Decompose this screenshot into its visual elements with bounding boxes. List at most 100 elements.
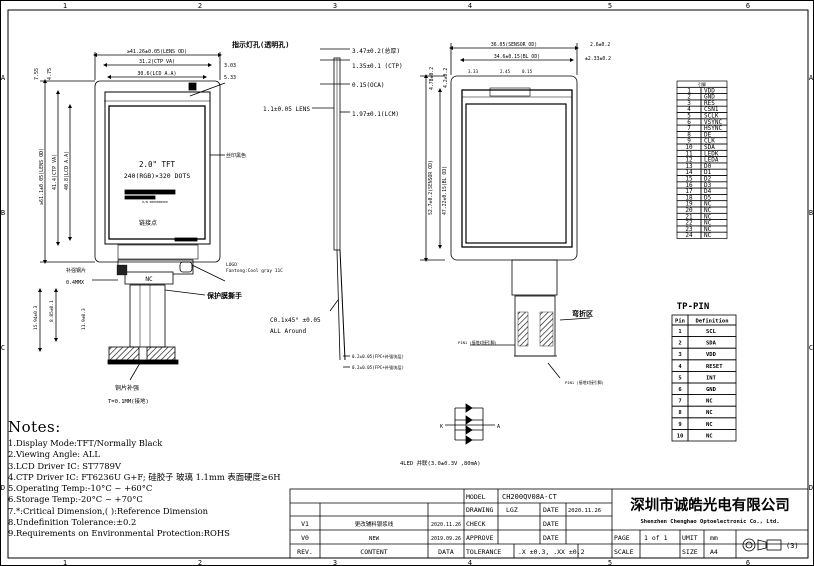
pin-name: CSN1	[704, 106, 719, 113]
pin-name: SDA	[704, 144, 715, 151]
pin-number: 19	[685, 201, 693, 208]
title-block	[289, 488, 809, 559]
tp-pin-number: 10	[677, 433, 684, 439]
grid-row-label: B	[1, 209, 5, 217]
pin-number: 2	[687, 94, 691, 101]
notes-title: Notes:	[8, 418, 61, 436]
pin-name: NC	[704, 207, 712, 214]
nc-box	[124, 271, 174, 285]
pin-name: D3	[704, 182, 712, 189]
tolerance-value: .X ±0.3, .XX ±0.2	[518, 548, 585, 556]
size-value: A4	[710, 548, 718, 556]
tp-pin-title: TP-PIN	[677, 302, 710, 312]
model-label: MODEL	[466, 493, 486, 501]
dim-oca: 0.15(OCA)	[352, 82, 385, 89]
data-header: DATA	[438, 548, 454, 556]
front-view	[38, 52, 226, 381]
rev-header: REV.	[297, 548, 313, 556]
tp-header-def: Definition	[695, 319, 728, 325]
pin-number: 7	[687, 125, 691, 132]
fpc-thickness-2: 0.2±0.05(FPC+补强块层)	[352, 364, 404, 371]
pin-name: D2	[704, 176, 712, 183]
pin-name: NC	[704, 220, 712, 227]
dim-lens: 1.1±0.05 LENS	[263, 106, 310, 113]
tp-pin-number: 2	[678, 341, 681, 347]
indicator-hole	[188, 82, 197, 91]
pin-name: D1	[704, 169, 712, 176]
bl-outline	[461, 89, 573, 248]
tp-table-cell	[687, 428, 737, 442]
dim-lcm: 1.97±0.1(LCM)	[352, 111, 399, 118]
stiffener-value: 0.4MMX	[66, 280, 84, 286]
fpc-dim-3: 11.9±0.3	[81, 308, 87, 330]
fpc-thickness-1: 0.2±0.05(FPC+补强块层)	[352, 353, 404, 360]
side-view	[312, 48, 350, 368]
drawing-date: 2020.11.26	[568, 508, 601, 514]
tp-pin-number: 8	[678, 410, 681, 416]
date-label: DATE	[543, 534, 559, 542]
grid-col-label: 5	[608, 559, 612, 566]
grid-row-label: D	[809, 484, 813, 492]
pin-name: RES	[704, 100, 715, 107]
rev-content: 更改辅料银浆线	[355, 520, 394, 528]
rev-number: V1	[301, 520, 309, 528]
stiffener-label: 补强钢片	[66, 267, 86, 274]
grid-col-label: 6	[746, 559, 750, 566]
dim-ctp-width: 31.2(CTP VA)	[139, 59, 175, 65]
grid-row-label: C	[809, 344, 813, 352]
pin-number: 18	[685, 194, 693, 201]
pin-name: NC	[704, 232, 712, 239]
grid-col-label: 2	[198, 559, 202, 566]
grid-col-label: 2	[198, 2, 202, 10]
tp-pin-number: 4	[678, 364, 682, 370]
tp-pin-name: NC	[706, 422, 713, 428]
pin1-note-2: PIN1 (接地对接引脚)	[565, 380, 604, 385]
page-label: PAGE	[614, 534, 630, 542]
pin-number: 14	[685, 169, 693, 176]
pin-number: 11	[685, 150, 693, 157]
grid-row-label: A	[1, 74, 6, 82]
pin-number: 24	[685, 232, 693, 239]
grid-col-label: 3	[333, 559, 337, 566]
ctp-va	[104, 91, 211, 245]
model-value: CH200QV08A-CT	[502, 493, 558, 501]
note-item: 1.Display Mode:TFT/Normally Black	[8, 438, 163, 448]
rev-number: V0	[301, 534, 309, 542]
chamfer-label-2: ALL Around	[270, 328, 307, 335]
rear-small-2: 2.45	[500, 69, 511, 74]
rev-date: 2019.09.26	[431, 536, 461, 542]
tp-pin-name: INT	[706, 375, 717, 381]
notes: Notes: 1.Display Mode:TFT/Normally Black…	[8, 418, 308, 540]
note-item: 3.LCD Driver IC: ST7789V	[8, 460, 121, 471]
note-item: 7.*:Critical Dimension,( ):Reference Dim…	[8, 505, 209, 516]
rear-small-1: 3.33	[468, 69, 479, 74]
pin-number: 22	[685, 220, 693, 227]
dim-total-thickness: 3.47±0.2(总厚)	[352, 47, 400, 55]
note-item: 5.Operating Temp:-10°C ~ +60°C	[8, 483, 153, 494]
dim-ctp-thickness: 1.35±0.1 (CTP)	[352, 63, 403, 70]
dim-left-2: 4.75	[47, 68, 53, 80]
dim-sensor-width: 36.05(SENSOR OD)	[491, 42, 537, 48]
grid-col-label: 4	[468, 559, 472, 566]
date-label: DATE	[543, 506, 559, 514]
note-item: 4.CTP Driver IC: FT6236U G+F; 硅胶子 玻璃 1.1…	[8, 471, 281, 482]
rear-view	[420, 43, 591, 379]
company-name-cn: 深圳市诚皓光电有限公司	[630, 496, 790, 514]
led-note: 4LED 并联(3.0±0.3V ,80mA)	[400, 459, 481, 467]
pin-number: 5	[687, 113, 691, 120]
dim-right-2: 5.33	[224, 75, 236, 81]
pin-name: HSYNC	[704, 125, 722, 132]
tp-pin-name: SDA	[706, 341, 717, 347]
dim-bl-right: ±2.33±0.2	[585, 56, 611, 62]
annotation-text: ≥41.26±0.05(LENS OD)31.2(CTP VA)30.6(LCD…	[33, 40, 799, 556]
tp-pin-name: NC	[706, 399, 713, 405]
grid-row-label: D	[1, 484, 5, 492]
logo-desc: Fantong:Cool gray 11C	[226, 268, 283, 274]
projection-circle	[742, 538, 756, 552]
pin-name: DE	[704, 131, 712, 138]
drawing-label: DRAWING	[466, 506, 493, 514]
tp-pin-number: 3	[678, 352, 681, 358]
note-item: 6.Storage Temp:-20°C ~ +70°C	[8, 494, 143, 505]
pin-number: 23	[685, 226, 693, 233]
